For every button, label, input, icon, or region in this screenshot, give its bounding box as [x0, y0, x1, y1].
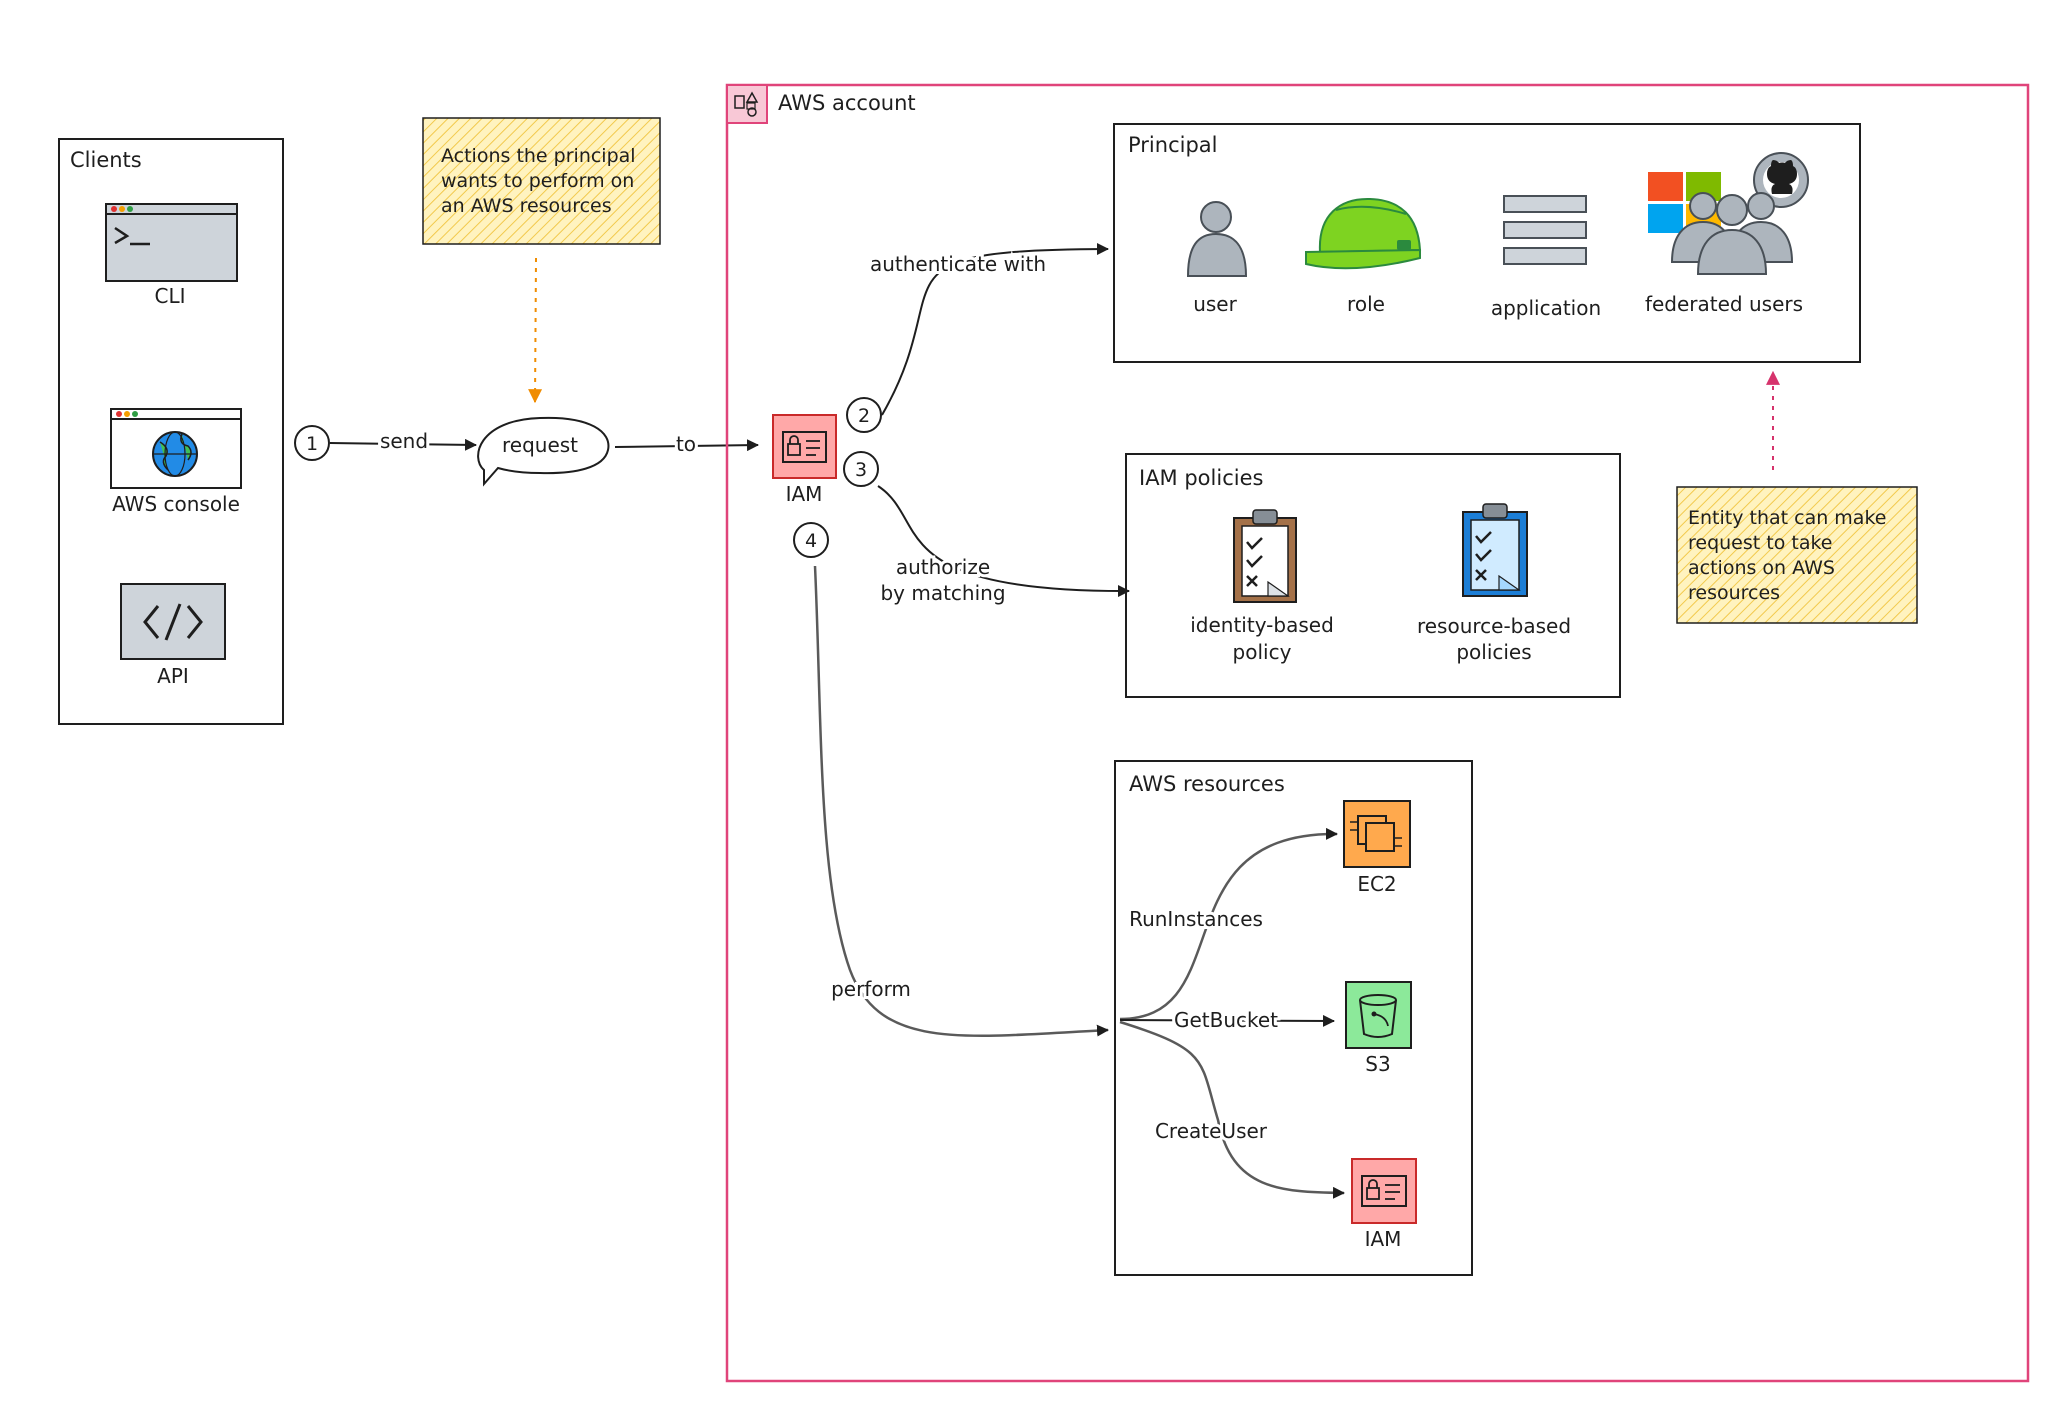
- api-label: API: [157, 664, 189, 688]
- run-instances-label: RunInstances: [1129, 907, 1263, 931]
- resource-policy-label-1: resource-based: [1417, 614, 1571, 638]
- aws-account-title: AWS account: [778, 91, 916, 115]
- step-3-badge: 3: [843, 451, 879, 487]
- principal-box: [1113, 123, 1861, 363]
- clients-title: Clients: [70, 148, 142, 172]
- aws-account-icon: [726, 84, 768, 124]
- github-icon: [1753, 152, 1809, 208]
- s3-label: S3: [1365, 1052, 1390, 1076]
- authorize-label-1: authorize: [896, 555, 990, 579]
- step-4-badge: 4: [793, 522, 829, 558]
- get-bucket-arrow: [1119, 1014, 1335, 1027]
- aws-resources-group: AWS resources RunInstances GetBucket Cre…: [1114, 760, 1473, 1276]
- perform-label: perform: [831, 977, 911, 1001]
- step-2-badge: 2: [846, 397, 882, 433]
- clients-box: [58, 138, 284, 725]
- aws-account-box: [725, 83, 2030, 1383]
- globe-icon: [152, 431, 198, 477]
- clients-group: Clients CLI AWS console: [58, 138, 284, 725]
- cli-icon[interactable]: [105, 203, 238, 282]
- iam-policies-group: IAM policies identity-based policy resou…: [1125, 453, 1621, 698]
- principal-title: Principal: [1128, 133, 1218, 157]
- step-3-text: 3: [855, 459, 867, 481]
- role-hat-icon[interactable]: [1305, 197, 1422, 270]
- iam-policies-box: [1125, 453, 1621, 698]
- principal-group: Principal user role application: [1113, 123, 1861, 363]
- note-entity-line1: Entity that can make: [1688, 507, 1886, 529]
- aws-account-group: AWS account: [725, 83, 2030, 1383]
- step-1-text: 1: [306, 433, 318, 455]
- perform-arrow: [813, 565, 1109, 1038]
- federated-users-icon[interactable]: [1648, 152, 1809, 275]
- cli-label: CLI: [154, 284, 185, 308]
- note-entity-line4: resources: [1688, 582, 1780, 604]
- aws-resources-box: [1114, 760, 1473, 1276]
- iam-icon[interactable]: [772, 414, 837, 479]
- step-4-text: 4: [805, 530, 817, 552]
- get-bucket-label: GetBucket: [1174, 1008, 1278, 1032]
- resource-policy-label-2: policies: [1456, 640, 1531, 664]
- note-actions-arrow: [528, 257, 543, 404]
- aws-resources-title: AWS resources: [1129, 772, 1285, 796]
- iam-label: IAM: [786, 482, 823, 506]
- iam-resource-label: IAM: [1365, 1227, 1402, 1251]
- request-label: request: [502, 433, 578, 457]
- note-entity: Entity that can make request to take act…: [1676, 486, 1918, 624]
- identity-policy-clipboard-icon[interactable]: [1233, 509, 1297, 603]
- identity-policy-label-2: policy: [1233, 640, 1292, 664]
- user-icon[interactable]: [1186, 201, 1248, 277]
- application-icon[interactable]: [1503, 195, 1587, 265]
- authorize-label-2: by matching: [880, 581, 1005, 605]
- aws-console-icon[interactable]: [110, 408, 242, 489]
- resource-policy-clipboard-icon[interactable]: [1462, 503, 1528, 597]
- to-arrow: [614, 439, 759, 452]
- send-arrow: [329, 438, 477, 451]
- note-entity-line2: request to take: [1688, 532, 1833, 554]
- run-instances-arrow: [1119, 827, 1338, 1021]
- authorize-arrow: [877, 485, 1130, 598]
- ec2-label: EC2: [1357, 872, 1396, 896]
- s3-icon[interactable]: [1345, 981, 1412, 1049]
- ec2-icon[interactable]: [1343, 800, 1411, 868]
- step-1-badge: 1: [294, 425, 330, 461]
- note-actions-line3: an AWS resources: [441, 195, 612, 217]
- iam-resource-icon[interactable]: [1351, 1158, 1417, 1224]
- authenticate-arrow: [881, 243, 1109, 416]
- note-actions-line2: wants to perform on: [441, 170, 634, 192]
- send-label: send: [380, 429, 428, 453]
- step-2-text: 2: [858, 405, 870, 427]
- to-label: to: [676, 432, 696, 456]
- api-icon[interactable]: [120, 583, 226, 660]
- role-label: role: [1347, 292, 1385, 316]
- application-label: application: [1491, 296, 1601, 320]
- create-user-arrow: [1119, 1020, 1345, 1199]
- federated-users-label: federated users: [1645, 292, 1803, 316]
- note-entity-line3: actions on AWS: [1688, 557, 1835, 579]
- user-label: user: [1193, 292, 1237, 316]
- iam-policies-title: IAM policies: [1139, 466, 1263, 490]
- note-actions: Actions the principal wants to perform o…: [422, 117, 661, 245]
- aws-console-label: AWS console: [112, 492, 240, 516]
- create-user-label: CreateUser: [1155, 1119, 1268, 1143]
- note-actions-line1: Actions the principal: [441, 145, 636, 167]
- request-bubble[interactable]: [477, 416, 610, 487]
- identity-policy-label-1: identity-based: [1190, 613, 1334, 637]
- authenticate-label: authenticate with: [870, 252, 1046, 276]
